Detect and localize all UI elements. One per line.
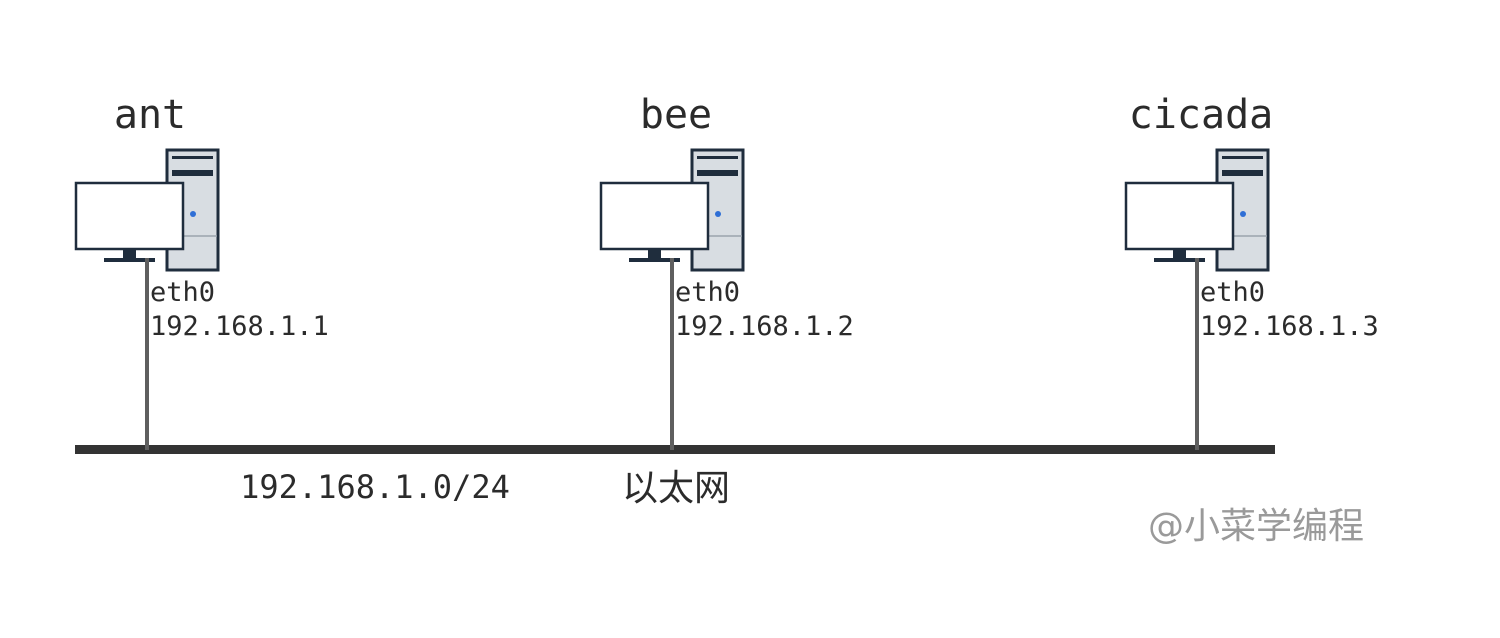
host-name: cicada bbox=[1129, 92, 1274, 138]
host-ant: ant eth0 192.168.1.1 bbox=[74, 92, 329, 450]
subnet-label: 192.168.1.0/24 bbox=[240, 468, 510, 506]
interface-label: eth0 bbox=[675, 277, 740, 308]
host-name: ant bbox=[114, 92, 186, 138]
computer-icon bbox=[1124, 148, 1270, 272]
computer-icon bbox=[599, 148, 745, 272]
computer-icon bbox=[74, 148, 220, 272]
watermark: @小菜学编程 bbox=[1148, 506, 1364, 547]
interface-label: eth0 bbox=[150, 277, 215, 308]
ethernet-bus bbox=[75, 445, 1275, 454]
host-name: bee bbox=[640, 92, 712, 138]
host-cicada: cicada eth0 192.168.1.3 bbox=[1124, 92, 1379, 450]
ip-address: 192.168.1.1 bbox=[150, 311, 329, 342]
ethernet-label: 以太网 bbox=[622, 468, 730, 509]
ip-address: 192.168.1.2 bbox=[675, 311, 854, 342]
ip-address: 192.168.1.3 bbox=[1200, 311, 1379, 342]
host-bee: bee eth0 192.168.1.2 bbox=[599, 92, 854, 450]
interface-label: eth0 bbox=[1200, 277, 1265, 308]
